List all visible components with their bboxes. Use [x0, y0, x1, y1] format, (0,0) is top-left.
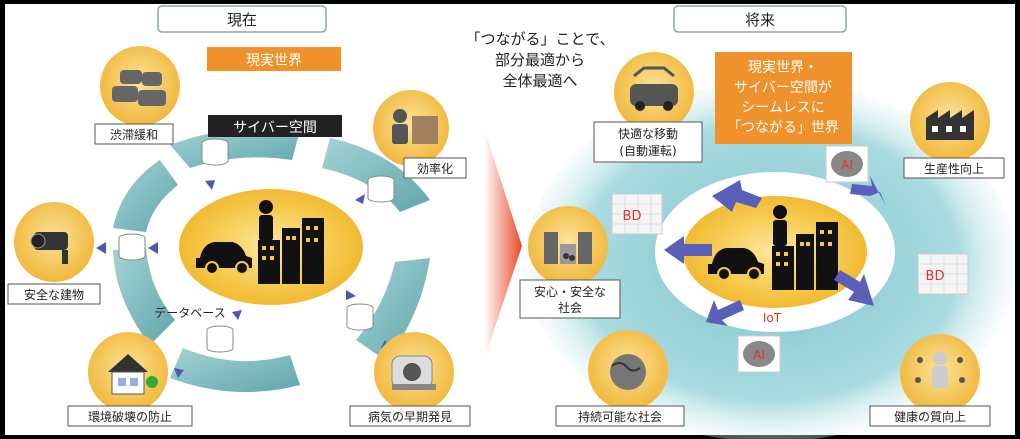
right-header: 将来	[673, 5, 847, 33]
buildings-icon	[772, 222, 838, 290]
arrow-icon	[205, 180, 215, 190]
traffic-jam-icon	[112, 70, 166, 106]
transition-arrow-icon	[484, 128, 522, 360]
solar-house-icon	[108, 354, 158, 395]
arrow-icon	[834, 270, 874, 306]
bd-label-right: BD	[926, 269, 945, 284]
node-efficiency-label: 効率化	[417, 161, 453, 176]
bd-stack-right: BD	[917, 253, 969, 295]
real-world-label: 現実世界	[207, 47, 341, 71]
camera-icon	[30, 232, 68, 264]
node-safe-society: 安心・安全な 社会	[519, 206, 621, 319]
callout-line-1: 現実世界・	[748, 60, 818, 76]
callout-line-3: シームレスに	[741, 100, 825, 116]
node-building-label: 安全な建物	[24, 287, 84, 302]
node-mobility-label-2: (自動運転)	[619, 144, 676, 158]
car-icon	[708, 248, 764, 281]
iot-label: IoT	[763, 311, 782, 325]
bd-label-top: BD	[623, 209, 642, 224]
arrow-icon	[664, 236, 712, 264]
node-safe-society-label-1: 安心・安全な	[534, 284, 606, 299]
callout-line-4: 「つながる」世界	[727, 120, 839, 136]
node-mobility-label-1: 快適な移動	[618, 126, 678, 141]
node-traffic: 渋滞緩和	[94, 46, 180, 145]
node-productivity: 生産性向上	[903, 82, 1005, 179]
database-cylinders	[118, 138, 395, 353]
database-icon	[118, 233, 146, 261]
callout-line-2: サイバー空間が	[734, 80, 832, 96]
right-header-text: 将来	[745, 11, 775, 29]
database-icon	[201, 138, 229, 166]
arrow-icon	[174, 368, 184, 378]
node-safe-society-label-2: 社会	[558, 300, 582, 315]
right-callout: 現実世界・ サイバー空間が シームレスに 「つながる」世界	[715, 52, 852, 144]
middle-line-2: 部分最適から	[495, 51, 585, 69]
cyber-space-label: サイバー空間	[208, 115, 342, 137]
left-header-text: 現在	[227, 11, 257, 29]
cyber-space-label-text: サイバー空間	[233, 120, 317, 136]
node-productivity-label: 生産性向上	[924, 161, 984, 176]
health-figure-icon	[915, 351, 965, 388]
car-icon	[196, 242, 252, 275]
person-icon	[773, 205, 787, 246]
ai-brain-bottom: AI	[737, 335, 781, 373]
arrow-icon	[850, 176, 886, 206]
node-environment: 環境破壊の防止	[67, 332, 193, 427]
arrow-icon	[96, 242, 106, 254]
arrow-icon	[355, 194, 365, 204]
node-environment-label: 環境破壊の防止	[88, 409, 172, 424]
middle-text: 「つながる」ことで、 部分最適から 全体最適へ	[466, 30, 615, 90]
middle-line-3: 全体最適へ	[502, 72, 577, 90]
middle-line-1: 「つながる」ことで、	[466, 30, 615, 48]
arrow-icon	[232, 310, 242, 320]
real-world-label-text: 現実世界	[246, 53, 302, 69]
worker-icon	[392, 109, 438, 144]
node-disease: 病気の早期発見	[349, 332, 471, 427]
arrow-icon	[148, 242, 158, 254]
mri-scanner-icon	[391, 355, 436, 390]
node-sustainable-label: 持続可能な社会	[578, 409, 662, 424]
right-center	[683, 196, 867, 308]
buildings-icon	[258, 218, 324, 284]
arrow-icon	[706, 300, 744, 326]
ai-brain-top: AI	[825, 145, 869, 183]
database-icon	[346, 303, 374, 331]
right-arrows	[664, 176, 886, 326]
database-icon	[206, 325, 234, 353]
globe-icon	[610, 354, 646, 390]
factory-icon	[926, 110, 974, 140]
database-label: データベース	[154, 305, 225, 320]
arrow-icon	[346, 290, 356, 300]
node-disease-label: 病気の早期発見	[368, 409, 452, 424]
node-efficiency: 効率化	[373, 90, 467, 179]
bd-stack-top: BD	[611, 193, 663, 235]
left-header: 現在	[157, 5, 327, 33]
arrow-icon	[712, 180, 762, 212]
left-center	[179, 189, 363, 305]
node-traffic-label: 渋滞緩和	[110, 128, 158, 142]
self-driving-car-icon	[630, 66, 678, 111]
street-scene-icon	[544, 232, 592, 264]
node-health-label: 健康の質向上	[894, 409, 966, 424]
ai-label-bottom: AI	[753, 348, 765, 362]
ai-label-top: AI	[841, 158, 853, 172]
node-health: 健康の質向上	[869, 334, 991, 427]
person-icon	[259, 200, 273, 241]
node-sustainable: 持続可能な社会	[555, 330, 685, 427]
node-mobility: 快適な移動 (自動運転)	[593, 52, 703, 163]
node-building: 安全な建物	[7, 202, 101, 305]
database-icon	[367, 175, 395, 203]
